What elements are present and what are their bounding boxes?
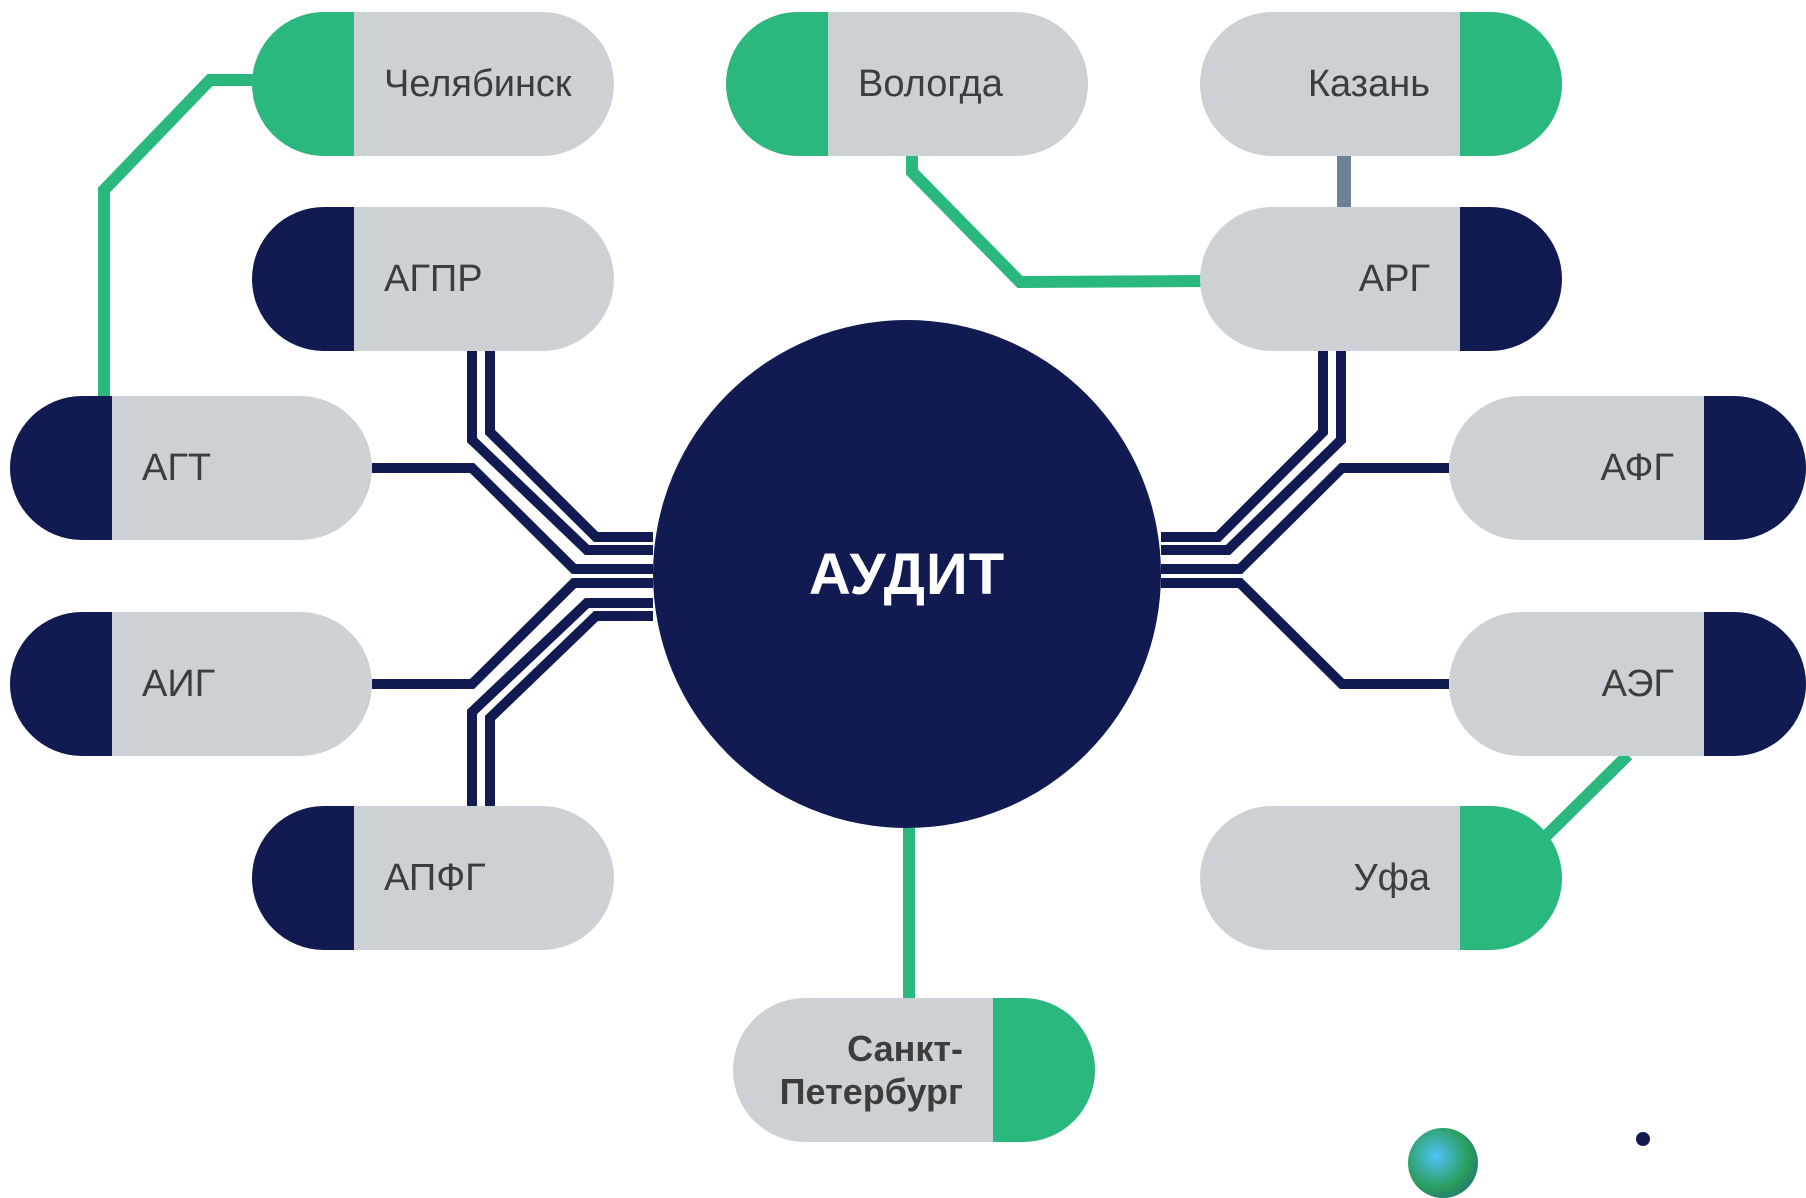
node-agpr: АГПР <box>252 207 614 351</box>
center-label: АУДИТ <box>808 541 1006 607</box>
line-chelyabinsk-agt <box>98 74 256 397</box>
node-aig: АИГ <box>10 612 372 756</box>
navy-lines-right <box>1161 350 1449 689</box>
node-chelyabinsk: Челябинск <box>252 12 614 156</box>
node-label: АРГ <box>1358 257 1430 300</box>
node-ufa: Уфа <box>1200 806 1562 950</box>
node-label: АПФГ <box>384 856 486 899</box>
node-label: АЭГ <box>1601 662 1674 705</box>
node-label: АФГ <box>1600 446 1674 489</box>
navy-lines-left <box>372 350 653 808</box>
node-vologda: Вологда <box>726 12 1088 156</box>
node-aeg: АЭГ <box>1449 612 1806 756</box>
node-label: Санкт- Петербург <box>779 1027 963 1112</box>
node-label: Казань <box>1307 62 1430 105</box>
node-arg: АРГ <box>1200 207 1562 351</box>
node-label: Челябинск <box>384 62 572 105</box>
node-afg: АФГ <box>1449 396 1806 540</box>
connector-lines <box>98 74 1633 1000</box>
node-label: Вологда <box>858 62 1003 105</box>
node-kazan: Казань <box>1200 12 1562 156</box>
node-agt: АГТ <box>10 396 372 540</box>
mind-map: Челябинск Вологда Казань АГПР АРГ АГТ АФ… <box>10 12 1806 1198</box>
globe-logo-icon <box>1408 1128 1478 1198</box>
node-label: АГПР <box>384 257 483 300</box>
line-aeg-ufa <box>1537 750 1633 845</box>
node-label: АГТ <box>142 446 212 489</box>
node-label: АИГ <box>142 662 216 705</box>
line-vologda-arg <box>906 155 1203 289</box>
node-label: Уфа <box>1353 856 1430 899</box>
node-spb: Санкт- Петербург <box>733 998 1095 1142</box>
center-node: АУДИТ <box>653 320 1161 828</box>
node-apfg: АПФГ <box>252 806 614 950</box>
logo-dot <box>1636 1132 1650 1146</box>
